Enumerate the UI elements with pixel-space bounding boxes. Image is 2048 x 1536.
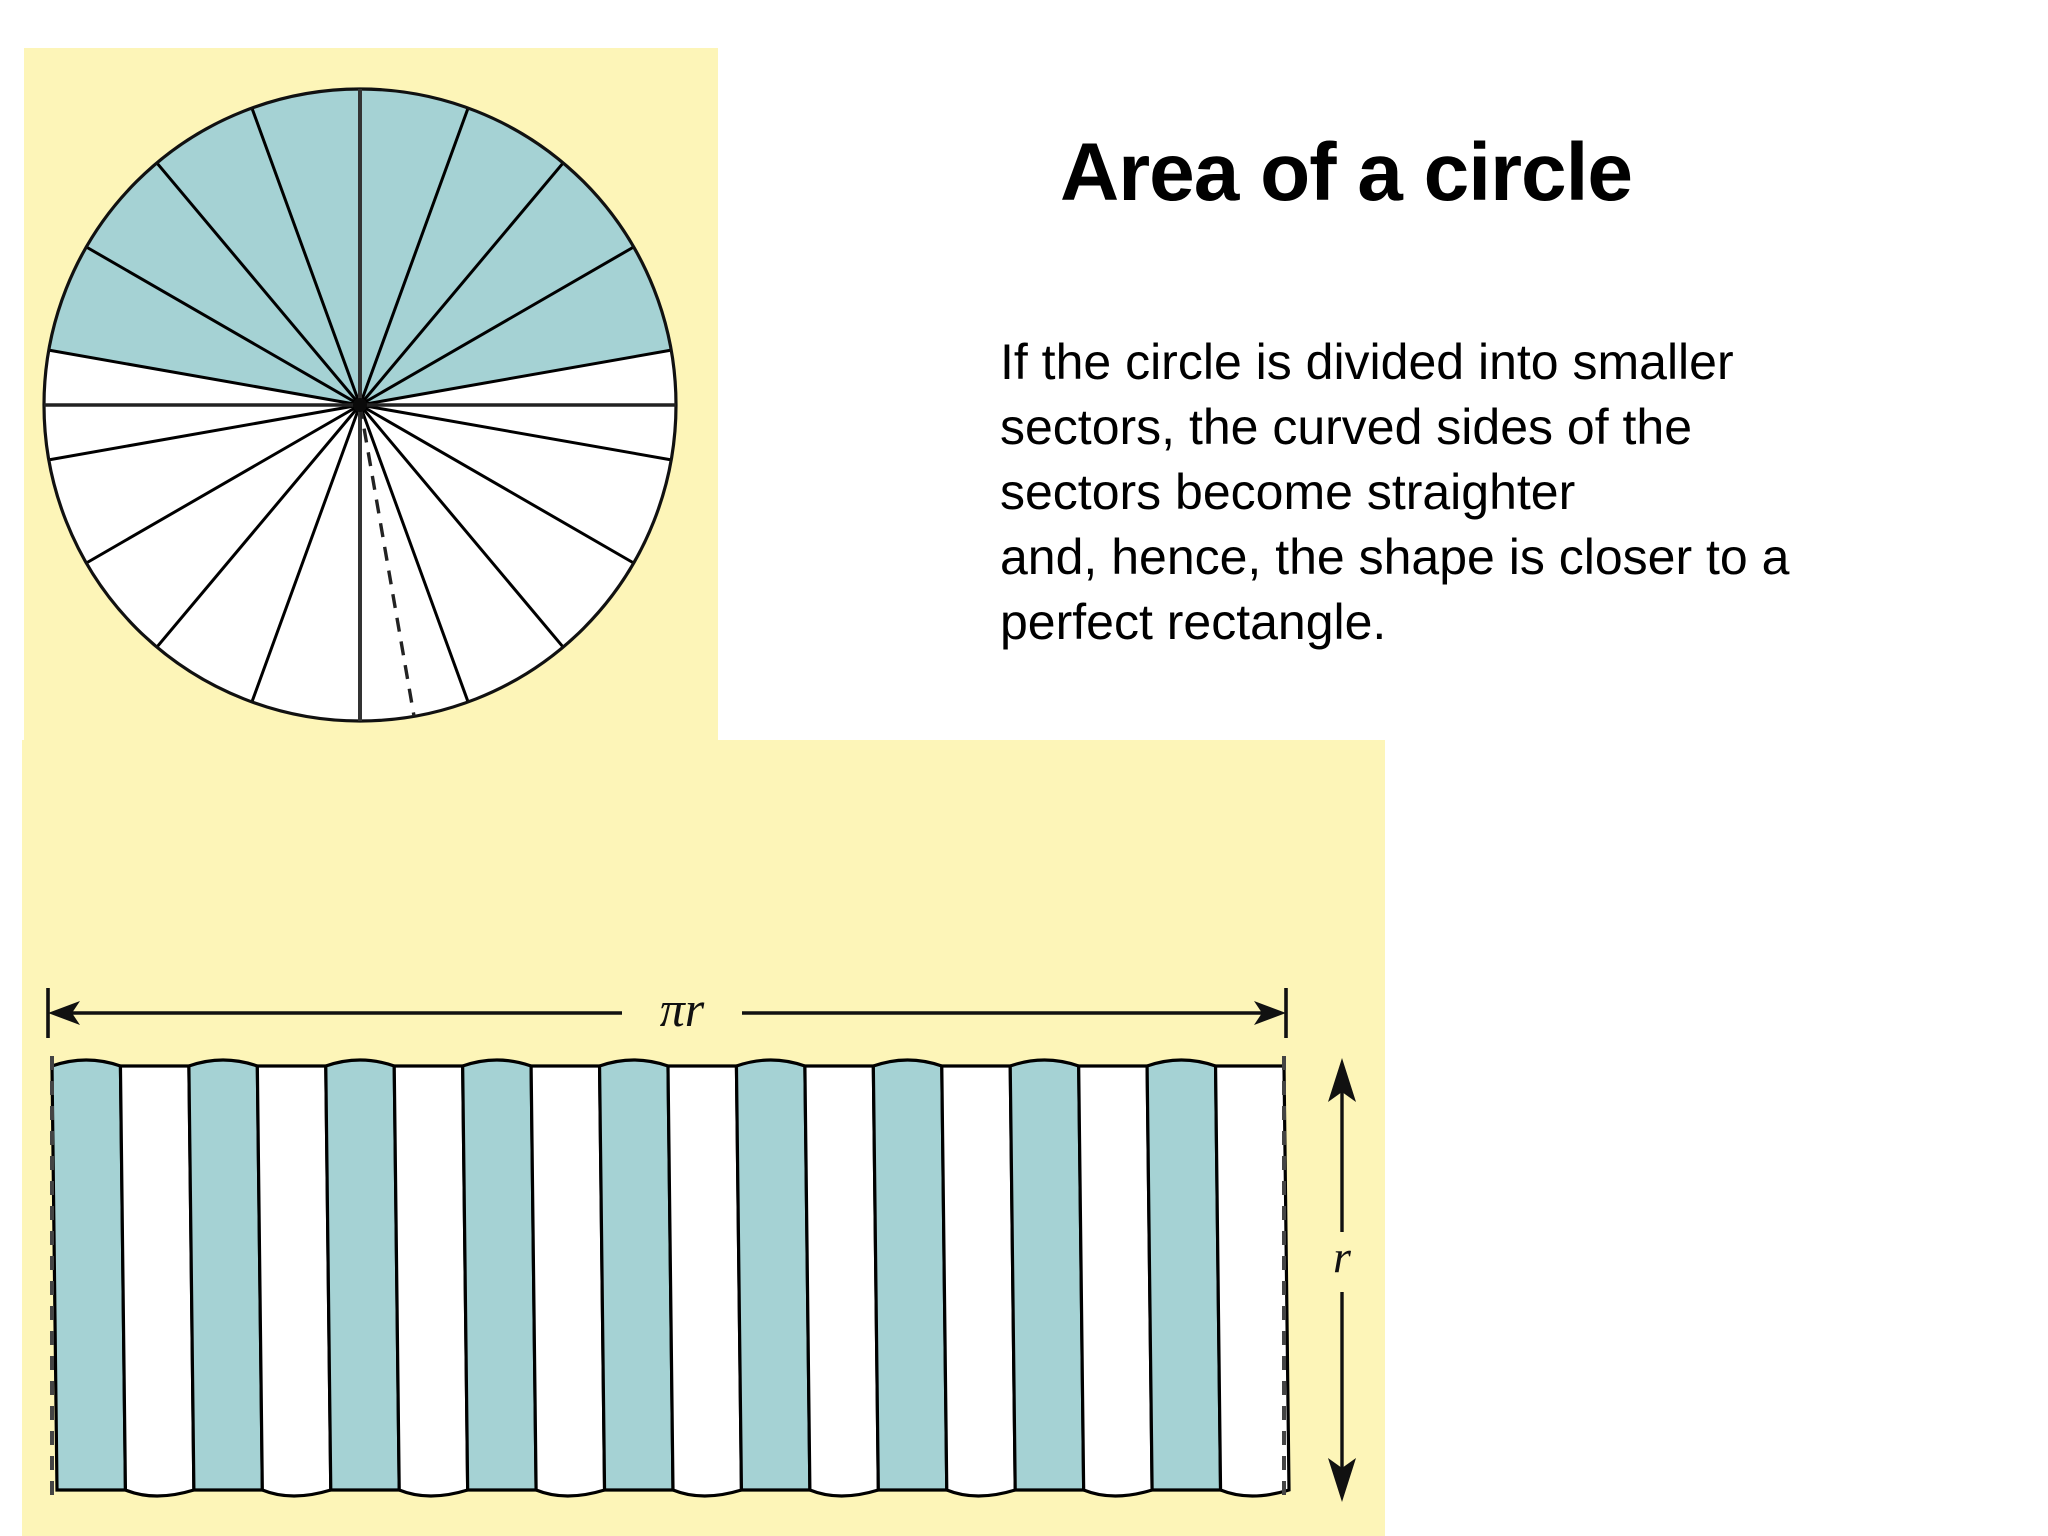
circle-sector-diagram: [42, 87, 678, 723]
circle-sector: [48, 405, 361, 563]
circle-sector: [360, 405, 672, 563]
unshaded-sector: [529, 1064, 607, 1498]
circle-sector: [360, 405, 469, 721]
body-line: sectors, the curved sides of the: [1000, 399, 1693, 455]
circle-sector: [86, 405, 360, 648]
unshaded-sector: [255, 1064, 333, 1498]
circle-sectors-group: [43, 89, 677, 721]
circle-sector: [156, 108, 360, 405]
circle-sector: [360, 89, 469, 405]
pi-r-label: πr: [660, 981, 705, 1037]
circle-radius-line: [48, 348, 361, 407]
shaded-sector: [461, 1058, 538, 1492]
body-text: If the circle is divided into smaller sec…: [1000, 330, 2010, 655]
circle-radius-line: [358, 161, 565, 406]
shaded-sector: [871, 1058, 949, 1492]
circle-radius-line: [155, 404, 362, 649]
unshaded-sector: [118, 1064, 196, 1498]
circle-sector: [360, 405, 564, 702]
circle-radius-line: [358, 404, 470, 703]
circle-sector: [251, 89, 360, 405]
r-arrowhead-bottom: [1328, 1458, 1356, 1502]
shaded-sector: [324, 1058, 401, 1492]
circle-sector: [360, 162, 634, 405]
r-arrowhead-top: [1328, 1058, 1356, 1102]
circle-radius-line: [358, 404, 565, 649]
circle-center-dot: [353, 398, 367, 412]
r-dimension: r: [1328, 1058, 1356, 1502]
unrolled-sectors-diagram: πr r: [46, 981, 1356, 1502]
circle-radius-line: [155, 161, 362, 406]
circle-sector: [360, 108, 564, 405]
pi-r-arrowhead-left: [48, 1001, 80, 1025]
page-title: Area of a circle: [1060, 127, 1633, 218]
circle-sector: [251, 405, 360, 721]
body-line: If the circle is divided into smaller: [1000, 334, 1734, 390]
circle-radius-line: [359, 403, 672, 462]
pi-r-dimension: πr: [46, 981, 1288, 1038]
shaded-sector: [1145, 1058, 1223, 1492]
body-line: sectors become straighter: [1000, 464, 1576, 520]
body-line: and, hence, the shape is closer to a: [1000, 529, 1790, 585]
unshaded-sector: [940, 1064, 1017, 1498]
pi-r-arrowhead-right: [1254, 1001, 1286, 1025]
unshaded-sector: [1077, 1064, 1154, 1498]
shaded-sector: [50, 1058, 128, 1492]
circle-radius-line: [359, 348, 672, 407]
circle-radius-line: [48, 403, 361, 462]
circle-sector: [86, 162, 360, 405]
shaded-sector: [187, 1058, 264, 1492]
circle-radius-line: [85, 245, 361, 407]
circle-radius-line: [358, 107, 470, 406]
circle-radius-line: [250, 107, 362, 406]
unshaded-sector: [666, 1064, 744, 1498]
circle-radius-line: [250, 404, 362, 703]
circle-sector: [360, 247, 672, 405]
dashed-radius: [358, 404, 416, 717]
shaded-sector: [1008, 1058, 1086, 1492]
body-line: perfect rectangle.: [1000, 594, 1387, 650]
circle-sector: [360, 405, 634, 648]
unshaded-sector: [392, 1064, 470, 1498]
circle-sector: [48, 247, 361, 405]
r-label: r: [1333, 1231, 1352, 1282]
shaded-sector: [734, 1058, 812, 1492]
unrolled-sectors-group: [50, 1058, 1291, 1498]
unshaded-sector: [803, 1064, 880, 1498]
circle-radius-line: [359, 245, 635, 407]
circle-radius-line: [359, 403, 635, 565]
shaded-sector: [597, 1058, 675, 1492]
circle-radius-line: [85, 403, 361, 565]
unshaded-sector: [1213, 1064, 1291, 1498]
circle-sector: [156, 405, 360, 702]
